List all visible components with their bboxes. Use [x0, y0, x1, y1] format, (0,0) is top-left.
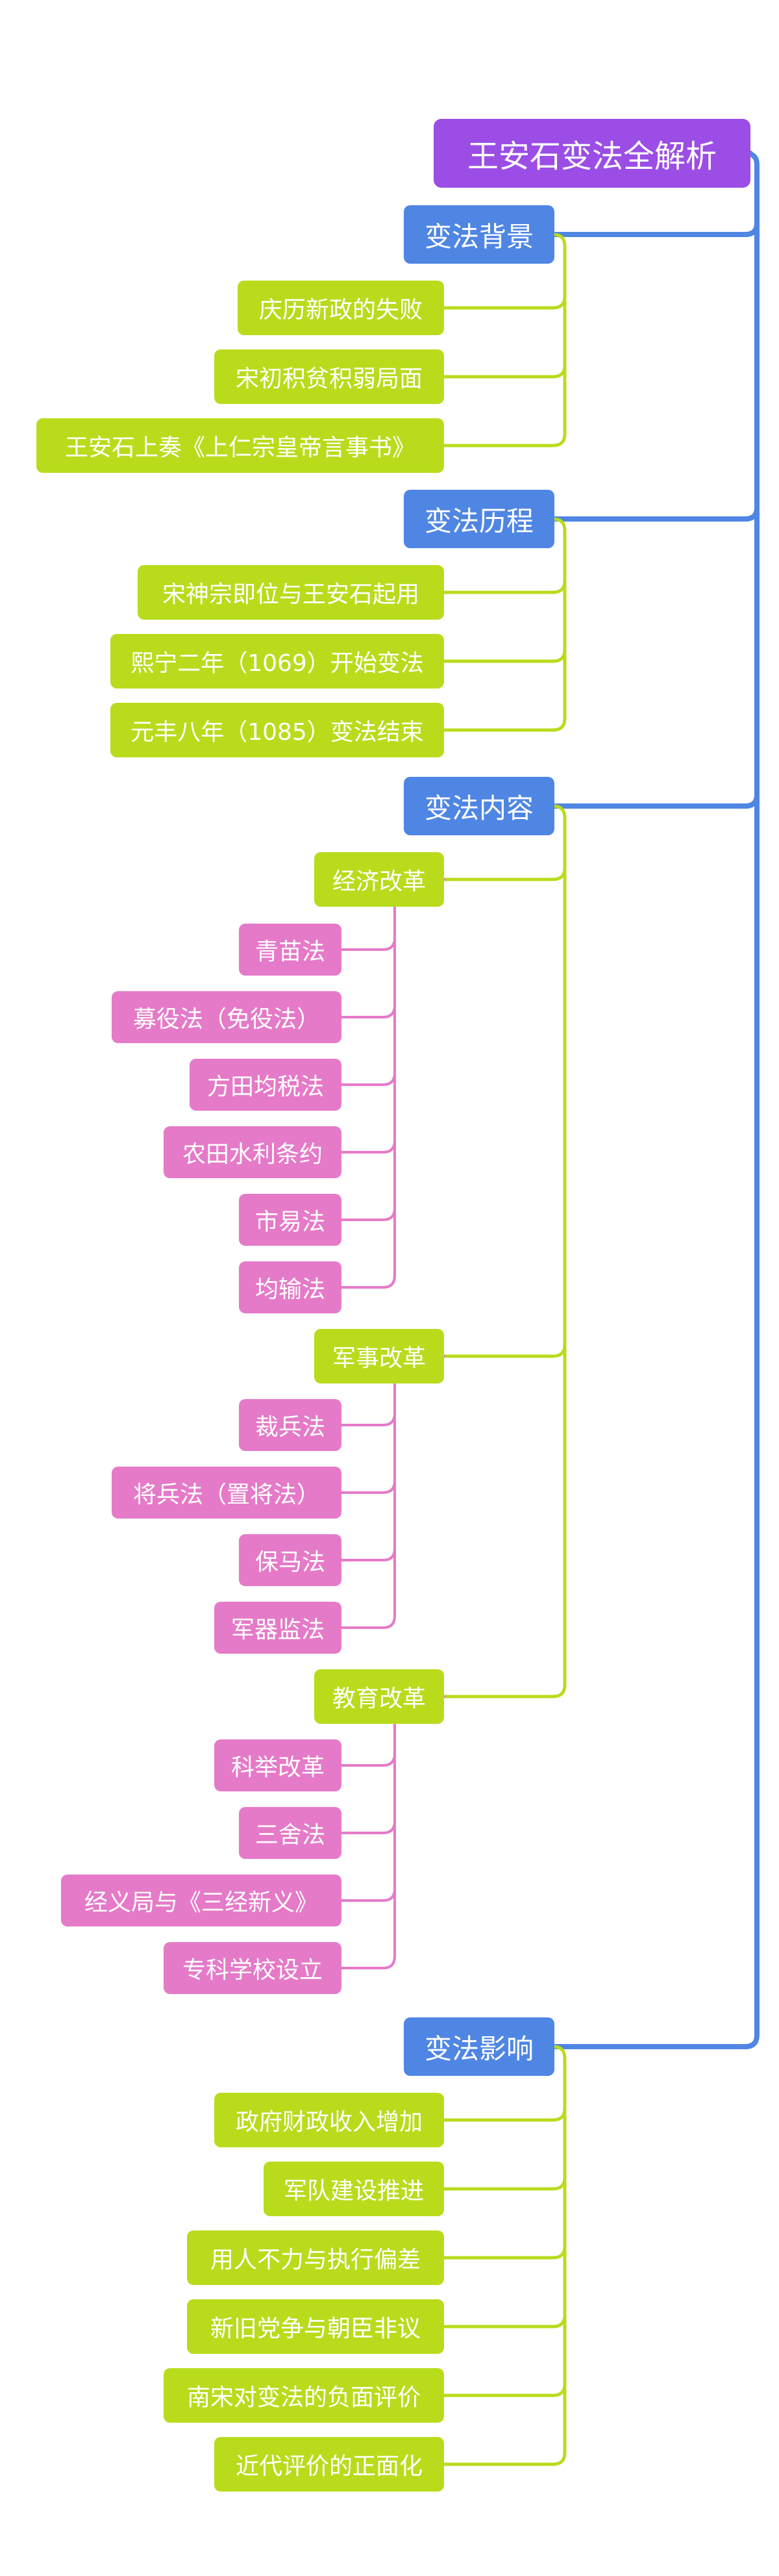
connector-branch-background: [442, 233, 567, 448]
connector-branch-content: [442, 804, 567, 1698]
root-topic[interactable]: 王安石变法全解析: [434, 119, 750, 188]
connector-branch-history: [442, 517, 567, 732]
impact-item-6[interactable]: 近代评价的正面化: [214, 2437, 444, 2492]
education-item-2[interactable]: 三舍法: [239, 1807, 341, 1859]
background-item-1[interactable]: 庆历新政的失败: [238, 281, 444, 335]
impact-item-4[interactable]: 新旧党争与朝臣非议: [187, 2299, 444, 2354]
education-item-1[interactable]: 科举改革: [214, 1739, 341, 1791]
economy-item-5[interactable]: 市易法: [239, 1194, 341, 1246]
content-military[interactable]: 军事改革: [314, 1329, 444, 1383]
branch-content[interactable]: 变法内容: [404, 777, 554, 835]
education-item-3[interactable]: 经义局与《三经新义》: [61, 1875, 341, 1926]
content-education[interactable]: 教育改革: [314, 1669, 444, 1724]
content-economy[interactable]: 经济改革: [314, 852, 444, 907]
branch-background[interactable]: 变法背景: [404, 205, 554, 264]
history-item-3[interactable]: 元丰八年（1085）变法结束: [110, 703, 444, 757]
impact-item-1[interactable]: 政府财政收入增加: [214, 2093, 444, 2147]
economy-item-6[interactable]: 均输法: [239, 1261, 341, 1313]
education-item-4[interactable]: 专科学校设立: [164, 1942, 341, 1994]
branch-history[interactable]: 变法历程: [404, 490, 554, 548]
history-item-1[interactable]: 宋神宗即位与王安石起用: [138, 565, 444, 620]
military-item-4[interactable]: 军器监法: [214, 1602, 341, 1654]
military-item-1[interactable]: 裁兵法: [239, 1399, 341, 1451]
branch-impact[interactable]: 变法影响: [404, 2017, 554, 2076]
connector-root-topic: [552, 151, 760, 2049]
connector-content-economy: [340, 878, 445, 1289]
economy-item-2[interactable]: 募役法（免役法）: [112, 991, 341, 1043]
connector-content-education: [340, 1695, 445, 1969]
economy-item-3[interactable]: 方田均税法: [190, 1059, 341, 1111]
connector-branch-impact: [442, 2045, 567, 2466]
economy-item-4[interactable]: 农田水利条约: [164, 1126, 341, 1178]
economy-item-1[interactable]: 青苗法: [239, 924, 341, 976]
background-item-2[interactable]: 宋初积贫积弱局面: [214, 349, 444, 404]
connector-content-military: [340, 1355, 445, 1629]
impact-item-5[interactable]: 南宋对变法的负面评价: [164, 2368, 444, 2423]
impact-item-3[interactable]: 用人不力与执行偏差: [187, 2230, 444, 2285]
history-item-2[interactable]: 熙宁二年（1069）开始变法: [110, 634, 444, 688]
military-item-2[interactable]: 将兵法（置将法）: [112, 1467, 341, 1519]
background-item-3[interactable]: 王安石上奏《上仁宗皇帝言事书》: [36, 418, 444, 473]
military-item-3[interactable]: 保马法: [239, 1534, 341, 1586]
impact-item-2[interactable]: 军队建设推进: [264, 2162, 444, 2216]
